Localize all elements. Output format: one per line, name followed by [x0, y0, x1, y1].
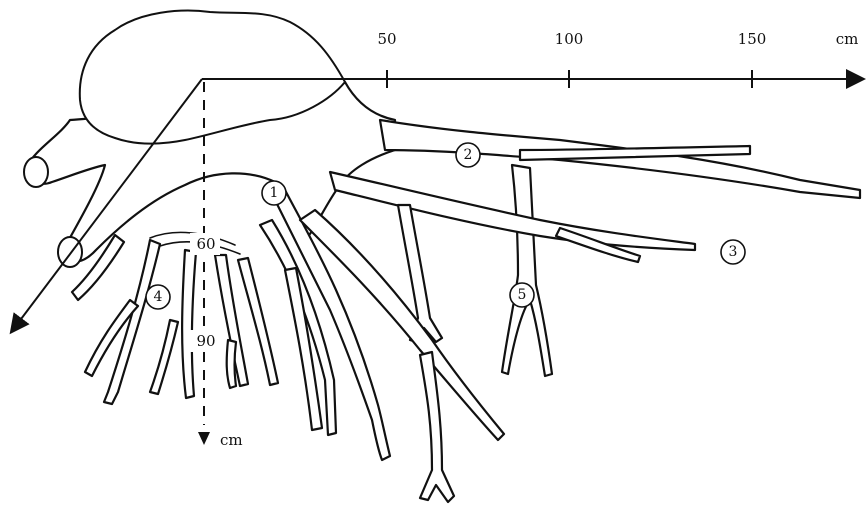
svg-text:1: 1 — [270, 185, 279, 201]
vertical-tick-label-60: 60 — [196, 235, 215, 253]
callout-1: 1 — [262, 181, 286, 205]
horizontal-tick-label-100: 100 — [555, 30, 584, 48]
vertical-axis-arrowhead — [198, 432, 210, 445]
svg-text:2: 2 — [464, 147, 473, 163]
callout-3: 3 — [721, 240, 745, 264]
sinker-roots-1 — [260, 190, 504, 502]
lateral-root-2 — [380, 120, 860, 376]
svg-text:4: 4 — [154, 289, 163, 305]
callout-2: 2 — [456, 143, 480, 167]
callout-4: 4 — [146, 285, 170, 309]
svg-text:5: 5 — [518, 287, 527, 303]
horizontal-tick-label-50: 50 — [377, 30, 396, 48]
horizontal-axis-unit: cm — [836, 30, 859, 48]
vertical-axis-unit: cm — [220, 431, 243, 449]
svg-text:3: 3 — [729, 244, 738, 260]
root-stump — [24, 11, 395, 267]
vertical-tick-label-90: 90 — [196, 332, 215, 350]
callout-5: 5 — [510, 283, 534, 307]
horizontal-tick-label-150: 150 — [738, 30, 767, 48]
